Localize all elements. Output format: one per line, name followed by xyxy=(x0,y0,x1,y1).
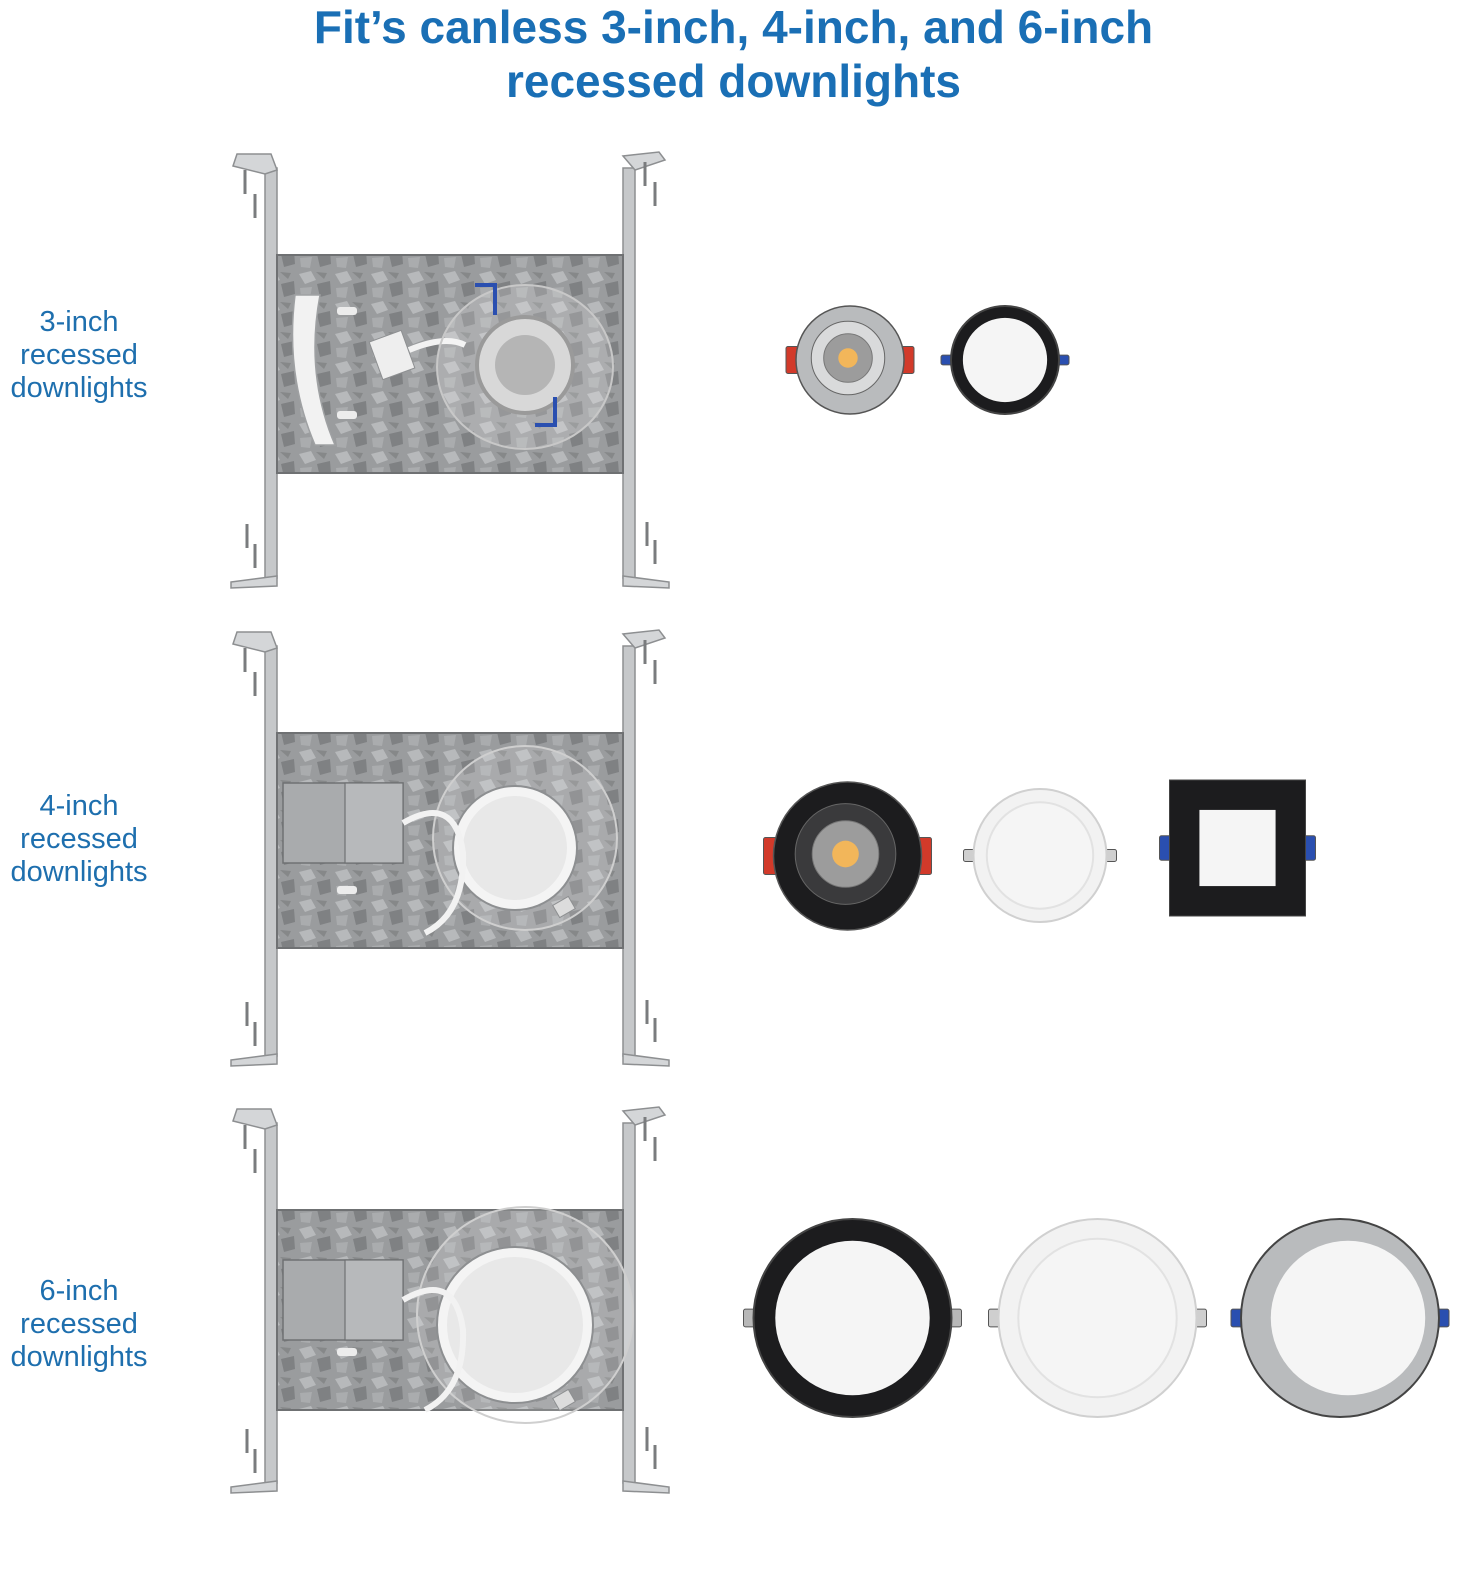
row-6-inch: 6-inch recessed downlights xyxy=(0,1105,1467,1575)
bracket-tab xyxy=(230,1480,278,1494)
bracket-rail xyxy=(264,1122,278,1484)
diffuser-lens xyxy=(1017,1237,1178,1399)
led-chip xyxy=(832,840,859,868)
driver-box xyxy=(368,329,416,381)
downlight-6-inch-round-nickel xyxy=(1230,1218,1450,1418)
row-label-line: downlights xyxy=(10,1341,148,1373)
row-label-line: downlights xyxy=(10,372,148,404)
downlight-4-inch-round-white xyxy=(963,788,1117,923)
row-label-3-inch: 3-inch recessed downlights xyxy=(0,306,158,405)
wire xyxy=(401,810,467,936)
mounting-bracket-4-inch xyxy=(230,629,670,1067)
fixture-lens xyxy=(463,796,567,900)
diffuser-lens xyxy=(775,1240,930,1396)
bracket-tab xyxy=(621,629,667,649)
junction-box-lid xyxy=(344,1259,404,1341)
row-3-inch: 3-inch recessed downlights xyxy=(0,150,1467,620)
row-4-inch: 4-inch recessed downlights xyxy=(0,628,1467,1098)
page-title-line-1: Fit’s canless 3-inch, 4-inch, and 6-inch xyxy=(313,1,1154,53)
diffuser-lens xyxy=(1270,1240,1426,1396)
row-label-line: recessed xyxy=(20,339,138,371)
bracket-tab xyxy=(230,1053,278,1067)
downlight-3-inch-gimbal-nickel xyxy=(785,305,915,415)
downlight-6-inch-round-black xyxy=(743,1218,962,1418)
mounting-bracket-3-inch xyxy=(230,151,670,589)
bracket-rail xyxy=(264,167,278,579)
downlight-6-inch-round-white xyxy=(988,1218,1207,1418)
bracket-tab xyxy=(232,1108,278,1130)
driver-cable xyxy=(291,294,337,446)
row-label-line: downlights xyxy=(10,856,148,888)
row-label-line: 4-inch xyxy=(39,790,119,822)
bracket-tab xyxy=(622,1480,670,1494)
row-label-line: 6-inch xyxy=(39,1275,119,1307)
diffuser-lens xyxy=(962,317,1048,403)
bracket-rail xyxy=(622,645,636,1057)
bracket-tab xyxy=(621,1106,667,1126)
page-title-line-2: recessed downlights xyxy=(505,55,961,107)
bracket-rail xyxy=(622,167,636,579)
row-label-6-inch: 6-inch recessed downlights xyxy=(0,1275,158,1374)
led-chip xyxy=(838,348,858,368)
row-label-4-inch: 4-inch recessed downlights xyxy=(0,790,158,889)
downlight-3-inch-round-black xyxy=(940,305,1070,415)
page-title: Fit’s canless 3-inch, 4-inch, and 6-inch… xyxy=(0,0,1467,108)
bracket-tab xyxy=(232,631,278,653)
mounting-bracket-6-inch xyxy=(230,1106,670,1494)
fixture-lens xyxy=(495,335,555,395)
wire xyxy=(401,1287,467,1413)
plate-slot xyxy=(337,307,357,315)
bracket-tab xyxy=(622,575,670,589)
spring-clip xyxy=(552,1388,576,1412)
bracket-tab xyxy=(230,575,278,589)
downlight-4-inch-square-black xyxy=(1159,779,1316,917)
row-label-line: recessed xyxy=(20,823,138,855)
fixture-lens xyxy=(447,1257,583,1393)
plate-slot xyxy=(337,411,357,419)
spring-clip xyxy=(475,283,497,315)
spring-clip xyxy=(535,397,557,427)
diffuser-lens xyxy=(1199,809,1276,887)
bracket-rail xyxy=(264,645,278,1057)
plate-slot xyxy=(337,886,357,894)
bracket-tab xyxy=(622,1053,670,1067)
junction-box-lid xyxy=(344,782,404,864)
plate-slot xyxy=(337,1348,357,1356)
diffuser-lens xyxy=(985,801,1095,910)
row-label-line: recessed xyxy=(20,1308,138,1340)
bracket-tab xyxy=(621,151,667,171)
bracket-tab xyxy=(232,153,278,175)
spring-clip xyxy=(552,895,576,919)
downlight-4-inch-gimbal-black xyxy=(763,781,932,931)
row-label-line: 3-inch xyxy=(39,306,119,338)
